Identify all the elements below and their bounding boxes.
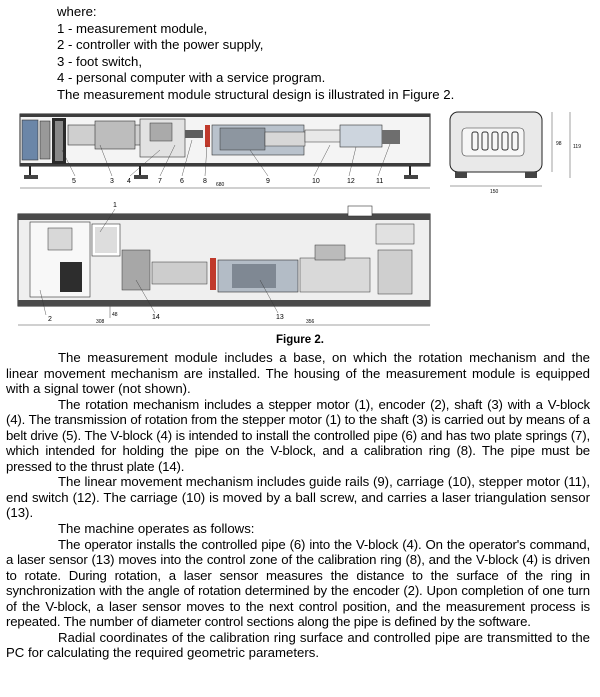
callout-label: 3 [110,178,114,185]
top-view: 680 5 3 4 7 6 8 9 10 12 11 [19,113,431,189]
list-item: 3 - foot switch, [57,53,143,69]
list-item: 2 - controller with the power supply, [57,37,264,53]
callout-label: 4 [127,178,131,185]
dim-label: 119 [573,144,581,150]
bottom-view: 308 356 48 1 2 14 13 [17,202,431,326]
dim-label: 150 [490,189,499,195]
callout-label: 6 [180,178,184,185]
callout-label: 8 [203,178,207,185]
callout-label: 11 [376,178,383,185]
callout-label: 2 [48,316,52,323]
paragraph: The operator installs the controlled pip… [6,536,590,630]
component-list: where: 1 - measurement module, 2 - contr… [57,4,454,104]
callout-label: 1 [113,202,117,209]
design-sentence: The measurement module structural design… [57,86,455,102]
figure-caption: Figure 2. [276,334,324,346]
paragraph: The rotation mechanism includes a steppe… [6,396,590,474]
paragraph: The machine operates as follows: [58,521,255,537]
callout-label: 14 [152,314,160,321]
paragraph: Radial coordinates of the calibration ri… [6,629,590,661]
figure-2-drawing: 680 5 3 4 7 6 8 9 10 12 11 [17,111,581,326]
paragraph: The measurement module includes a base, … [6,350,590,397]
side-view: 150 98 119 [449,111,581,195]
dim-label: 308 [96,319,105,325]
list-intro: where: [57,4,97,19]
body-text: The measurement module includes a base, … [6,350,590,661]
list-item: 1 - measurement module, [57,20,208,36]
dim-label: 680 [216,182,225,188]
callout-label: 9 [266,178,270,185]
callout-label: 13 [276,314,284,321]
callout-label: 5 [72,178,76,185]
dim-label: 98 [556,141,562,147]
callout-label: 12 [347,178,355,185]
callout-label: 7 [158,178,162,185]
dim-label: 48 [112,312,118,318]
dim-label: 356 [306,319,315,325]
paragraph: The linear movement mechanism includes g… [6,474,590,521]
callout-label: 10 [312,178,320,185]
list-item: 4 - personal computer with a service pro… [57,70,326,86]
